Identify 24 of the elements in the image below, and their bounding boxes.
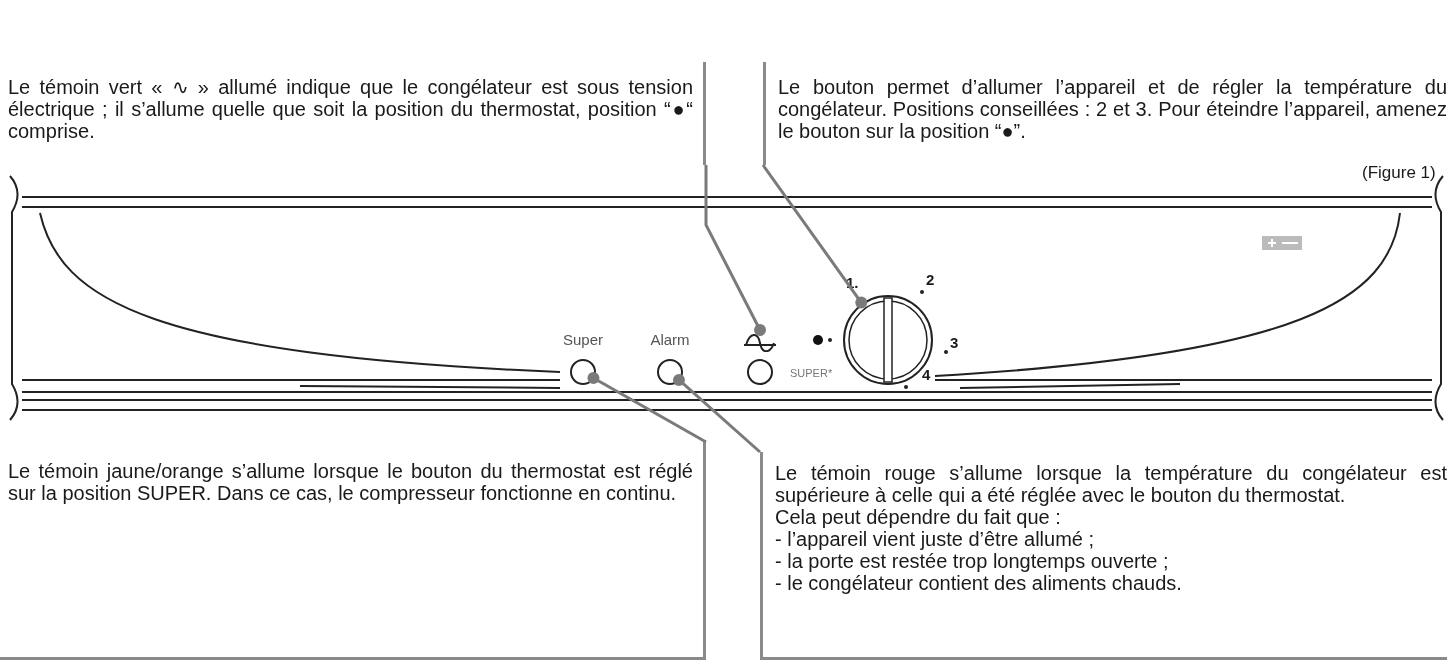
callout-text: - la porte est restée trop longtemps ouverte ; <box>775 550 1170 572</box>
dial-position-label: 3 <box>950 334 959 351</box>
callout-frame <box>763 62 1447 165</box>
dial-position-label: 2 <box>926 271 935 288</box>
figure-caption: (Figure 1) <box>1362 163 1436 183</box>
leader-line <box>672 373 761 454</box>
callout-text: Le témoin vert « ∿ » allumé indique que le congélateur est sous tension électrique ; il s’allume quelle que soit la position du thermostat, position “●“ comprise. <box>8 76 693 142</box>
callout-frame <box>760 452 1447 660</box>
callout-frame <box>0 442 706 660</box>
callout-text: Le bouton permet d’allumer l’appareil et de régler la température du congélateur. Positions conseillées : 2 et 3. Pour éteindre l’appareil, amenez le bouton sur la position “●”. <box>778 76 1447 142</box>
leader-line <box>761 164 868 309</box>
callout-frame <box>8 62 706 165</box>
callout-text: Cela peut dépendre du fait que : <box>775 506 1062 528</box>
thermostat-knob <box>842 294 934 386</box>
dial-position-label: SUPER* <box>790 367 833 379</box>
callout-text: - le congélateur contient des aliments chauds. <box>775 572 1183 594</box>
callout-text: Le témoin jaune/orange s’allume lorsque le bouton du thermostat est réglé sur la position SUPER. Dans ce cas, le compresseur fonctionne en continu. <box>8 460 693 504</box>
leader-line <box>704 165 766 336</box>
indicator-label: Alarm <box>650 331 690 348</box>
leader-line <box>587 371 707 444</box>
indicator-label: Super <box>563 331 603 348</box>
callout-text: - l’appareil vient juste d’être allumé ; <box>775 528 1096 550</box>
dial-position-label: 4 <box>922 366 931 383</box>
callout-text: Le témoin rouge s’allume lorsque la température du congélateur est supérieure à celle qui a été réglée avec le bouton du thermostat. <box>775 462 1447 506</box>
